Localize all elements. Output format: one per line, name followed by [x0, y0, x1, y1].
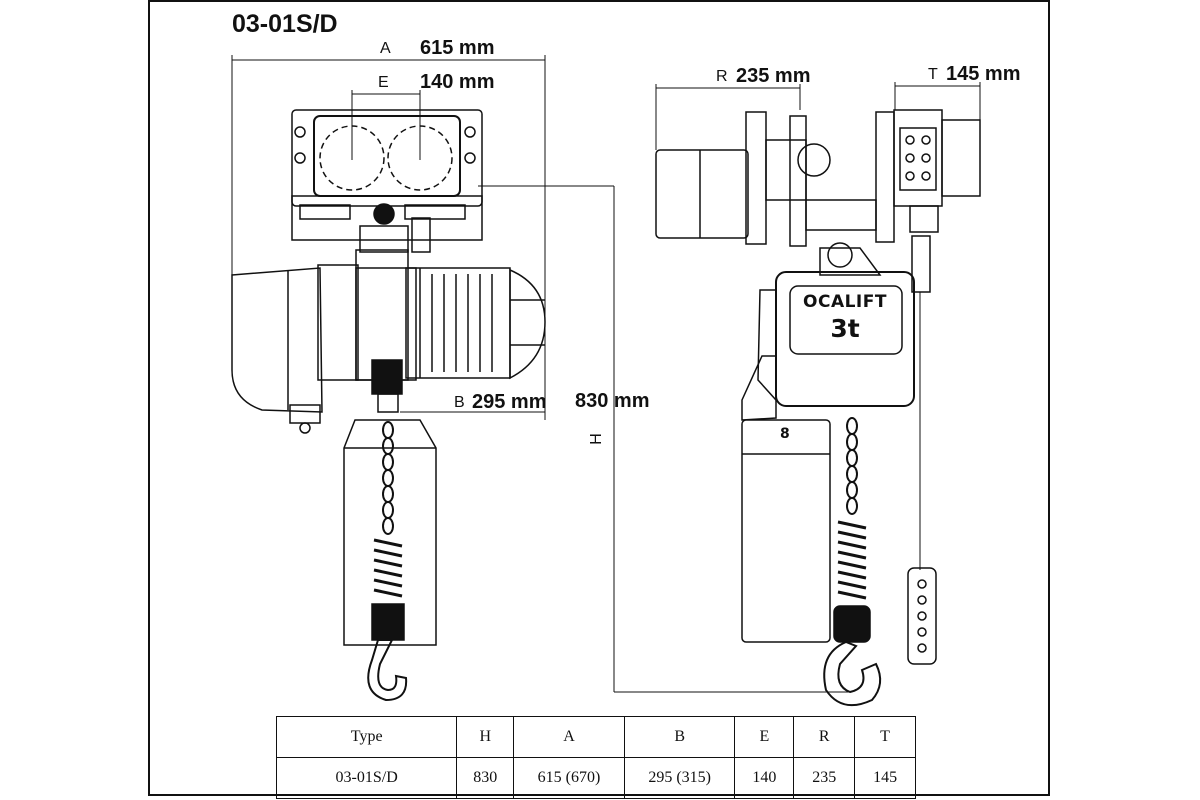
right-trolley: [655, 109, 981, 293]
table-cell: 235: [793, 757, 856, 799]
right-hoist-body: [741, 242, 915, 421]
table-header-row: Type H A B E R T: [275, 716, 916, 758]
dim-b-letter: B: [454, 394, 465, 411]
dim-e-value: 140 mm: [420, 71, 495, 93]
table-header: T: [854, 716, 916, 758]
drawing-title: 03-01S/D: [232, 10, 338, 38]
table-header: R: [793, 716, 856, 758]
table-cell: 145: [854, 757, 916, 799]
dim-r-value: 235 mm: [736, 65, 811, 87]
table-header: B: [623, 716, 736, 758]
left-trolley: [291, 109, 483, 253]
dim-e-letter: E: [378, 74, 389, 91]
left-chain-assembly: [343, 419, 437, 702]
capacity-label: 3t: [830, 314, 860, 343]
right-chain-assembly: [741, 292, 937, 707]
left-hoist-body: [231, 249, 546, 434]
dim-a-value: 615 mm: [420, 37, 495, 59]
table-header: E: [734, 716, 795, 758]
dim-b-value: 295 mm: [472, 391, 547, 413]
dim-t-value: 145 mm: [946, 63, 1021, 85]
dim-a-letter: A: [380, 40, 391, 57]
hoist-nameplate: OCALIFT 3t: [790, 292, 900, 343]
weight-box-mark: 8: [780, 426, 790, 442]
brand-label: OCALIFT: [803, 292, 887, 312]
table-cell: 830: [456, 757, 515, 799]
table-cell: 140: [734, 757, 795, 799]
table-header: A: [513, 716, 625, 758]
dimension-lines: [231, 55, 981, 693]
table-cell: 03-01S/D: [275, 757, 458, 799]
table-cell: 295 (315): [623, 757, 736, 799]
spec-table: Type H A B E R T 03-01S/D 830 615 (670) …: [275, 716, 916, 799]
table-cell: 615 (670): [513, 757, 625, 799]
table-header: H: [456, 716, 515, 758]
table-header: Type: [275, 716, 458, 758]
dim-r-letter: R: [716, 68, 728, 85]
dim-t-letter: T: [928, 66, 938, 83]
dim-h-value: 830 mm: [575, 390, 650, 412]
table-row: 03-01S/D 830 615 (670) 295 (315) 140 235…: [275, 757, 916, 799]
